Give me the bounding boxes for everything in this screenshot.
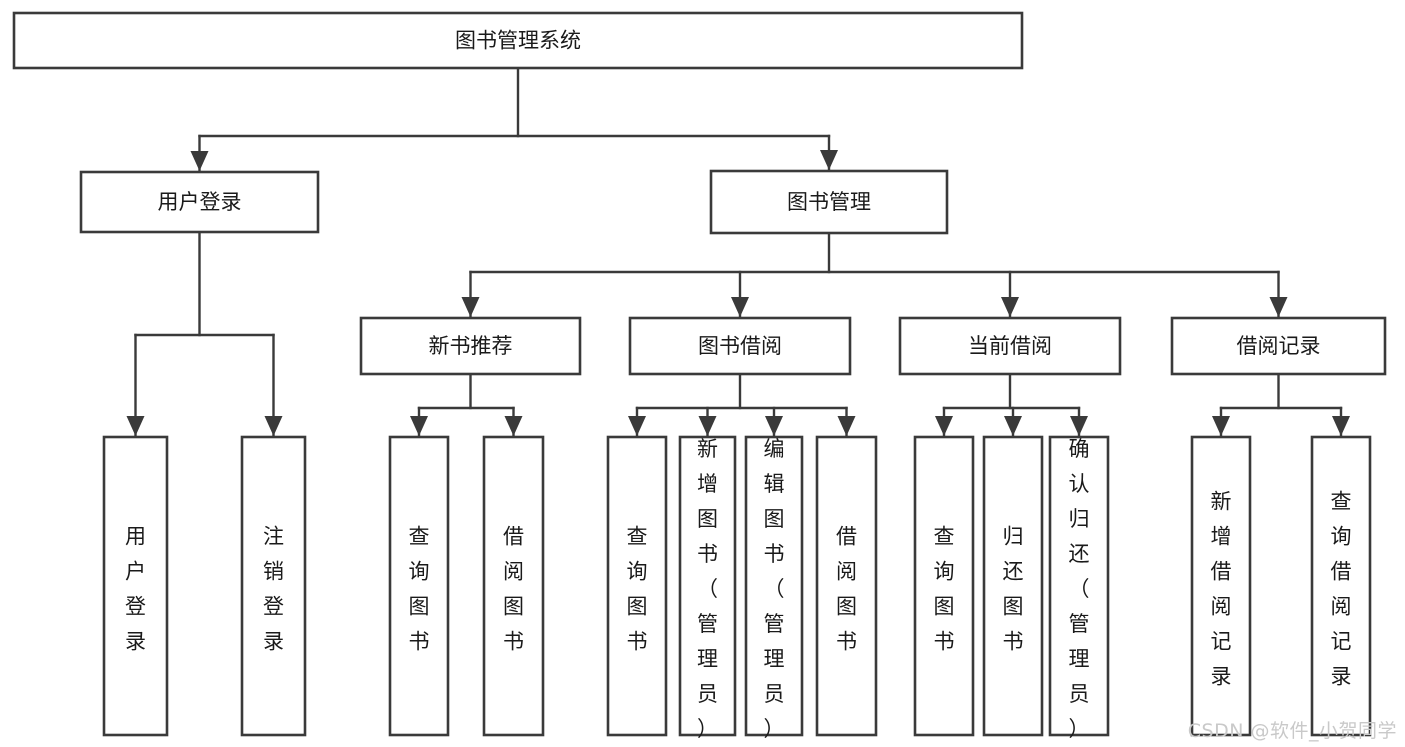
node-leaf-查询借阅记录[interactable]: 查询借阅记录	[1310, 435, 1372, 737]
node-box	[898, 316, 1122, 376]
current-to-leaves-arrow-2	[1070, 416, 1088, 436]
node-label: 查询图书	[627, 524, 648, 653]
user-login-to-leaves-arrow-0	[126, 416, 145, 436]
node-level2-图书借阅[interactable]: 图书借阅	[628, 316, 852, 376]
records-to-leaves-arrow-0	[1212, 416, 1230, 436]
current-to-leaves-arrow-0	[935, 416, 953, 436]
node-label: 借阅图书	[503, 524, 524, 653]
node-label: 新增图书（管理员）	[697, 437, 718, 741]
node-root-图书管理系统[interactable]: 图书管理系统	[12, 11, 1024, 70]
node-box	[1190, 435, 1252, 737]
node-level1-图书管理[interactable]: 图书管理	[709, 169, 949, 235]
book-mgmt-to-level2-arrow-0	[461, 297, 480, 317]
nodes-layer: 图书管理系统用户登录图书管理新书推荐图书借阅当前借阅借阅记录用户登录注销登录查询…	[12, 11, 1387, 741]
node-leaf-归还图书[interactable]: 归还图书	[982, 435, 1044, 737]
borrow-to-leaves-arrow-0	[628, 416, 646, 436]
node-label: 图书借阅	[698, 334, 782, 358]
node-label: 注销登录	[263, 524, 284, 653]
borrow-to-leaves-arrow-2	[765, 416, 783, 436]
records-to-leaves-arrow-1	[1332, 416, 1350, 436]
node-leaf-注销登录[interactable]: 注销登录	[240, 435, 307, 737]
node-label: 编辑图书（管理员）	[764, 437, 785, 741]
node-label: 借阅记录	[1237, 334, 1321, 358]
node-box	[1170, 316, 1387, 376]
node-label: 查询借阅记录	[1331, 489, 1352, 688]
node-box	[240, 435, 307, 737]
node-label: 用户登录	[125, 524, 146, 653]
node-level2-借阅记录[interactable]: 借阅记录	[1170, 316, 1387, 376]
node-box	[482, 435, 545, 737]
node-label: 查询图书	[934, 524, 955, 653]
root-to-level1-arrow-0	[190, 151, 209, 171]
node-leaf-查询图书[interactable]: 查询图书	[388, 435, 450, 737]
book-mgmt-to-level2-arrow-1	[731, 297, 749, 317]
current-to-leaves-arrow-1	[1004, 416, 1022, 436]
node-box	[388, 435, 450, 737]
node-label: 新增借阅记录	[1211, 489, 1232, 688]
node-label: 新书推荐	[429, 334, 513, 358]
node-box	[678, 435, 737, 737]
node-leaf-编辑图书管理员[interactable]: 编辑图书（管理员）	[744, 435, 804, 741]
borrow-to-leaves-arrow-1	[698, 416, 717, 436]
node-leaf-借阅图书[interactable]: 借阅图书	[815, 435, 878, 737]
node-level1-用户登录[interactable]: 用户登录	[79, 170, 320, 234]
node-box	[1048, 435, 1110, 737]
node-box	[102, 435, 169, 737]
node-label: 借阅图书	[836, 524, 857, 653]
book-mgmt-to-level2-arrow-3	[1269, 297, 1288, 317]
node-label: 归还图书	[1003, 524, 1024, 653]
node-box	[359, 316, 582, 376]
node-box	[1310, 435, 1372, 737]
node-label: 确认归还（管理员）	[1069, 437, 1090, 741]
node-leaf-用户登录[interactable]: 用户登录	[102, 435, 169, 737]
node-leaf-查询图书[interactable]: 查询图书	[913, 435, 975, 737]
book-mgmt-to-level2-arrow-2	[1001, 297, 1019, 317]
node-box	[982, 435, 1044, 737]
node-box	[79, 170, 320, 234]
node-label: 用户登录	[158, 190, 242, 214]
node-level2-当前借阅[interactable]: 当前借阅	[898, 316, 1122, 376]
node-leaf-新增借阅记录[interactable]: 新增借阅记录	[1190, 435, 1252, 737]
root-to-level1-arrow-1	[820, 150, 838, 170]
node-label: 图书管理	[787, 190, 871, 214]
node-box	[12, 11, 1024, 70]
node-box	[913, 435, 975, 737]
node-label: 当前借阅	[968, 334, 1052, 358]
node-level2-新书推荐[interactable]: 新书推荐	[359, 316, 582, 376]
node-box	[815, 435, 878, 737]
node-label: 查询图书	[409, 524, 430, 653]
node-leaf-确认归还管理员[interactable]: 确认归还（管理员）	[1048, 435, 1110, 741]
node-leaf-查询图书[interactable]: 查询图书	[606, 435, 668, 737]
new-book-to-leaves-arrow-0	[410, 416, 428, 436]
node-leaf-新增图书管理员[interactable]: 新增图书（管理员）	[678, 435, 737, 741]
node-box	[744, 435, 804, 737]
node-label: 图书管理系统	[455, 29, 581, 53]
new-book-to-leaves-arrow-1	[504, 416, 523, 436]
node-box	[606, 435, 668, 737]
borrow-to-leaves-arrow-3	[837, 416, 856, 436]
connectors-layer	[126, 66, 1350, 438]
user-login-to-leaves-arrow-1	[264, 416, 283, 436]
node-leaf-借阅图书[interactable]: 借阅图书	[482, 435, 545, 737]
node-box	[628, 316, 852, 376]
node-box	[709, 169, 949, 235]
